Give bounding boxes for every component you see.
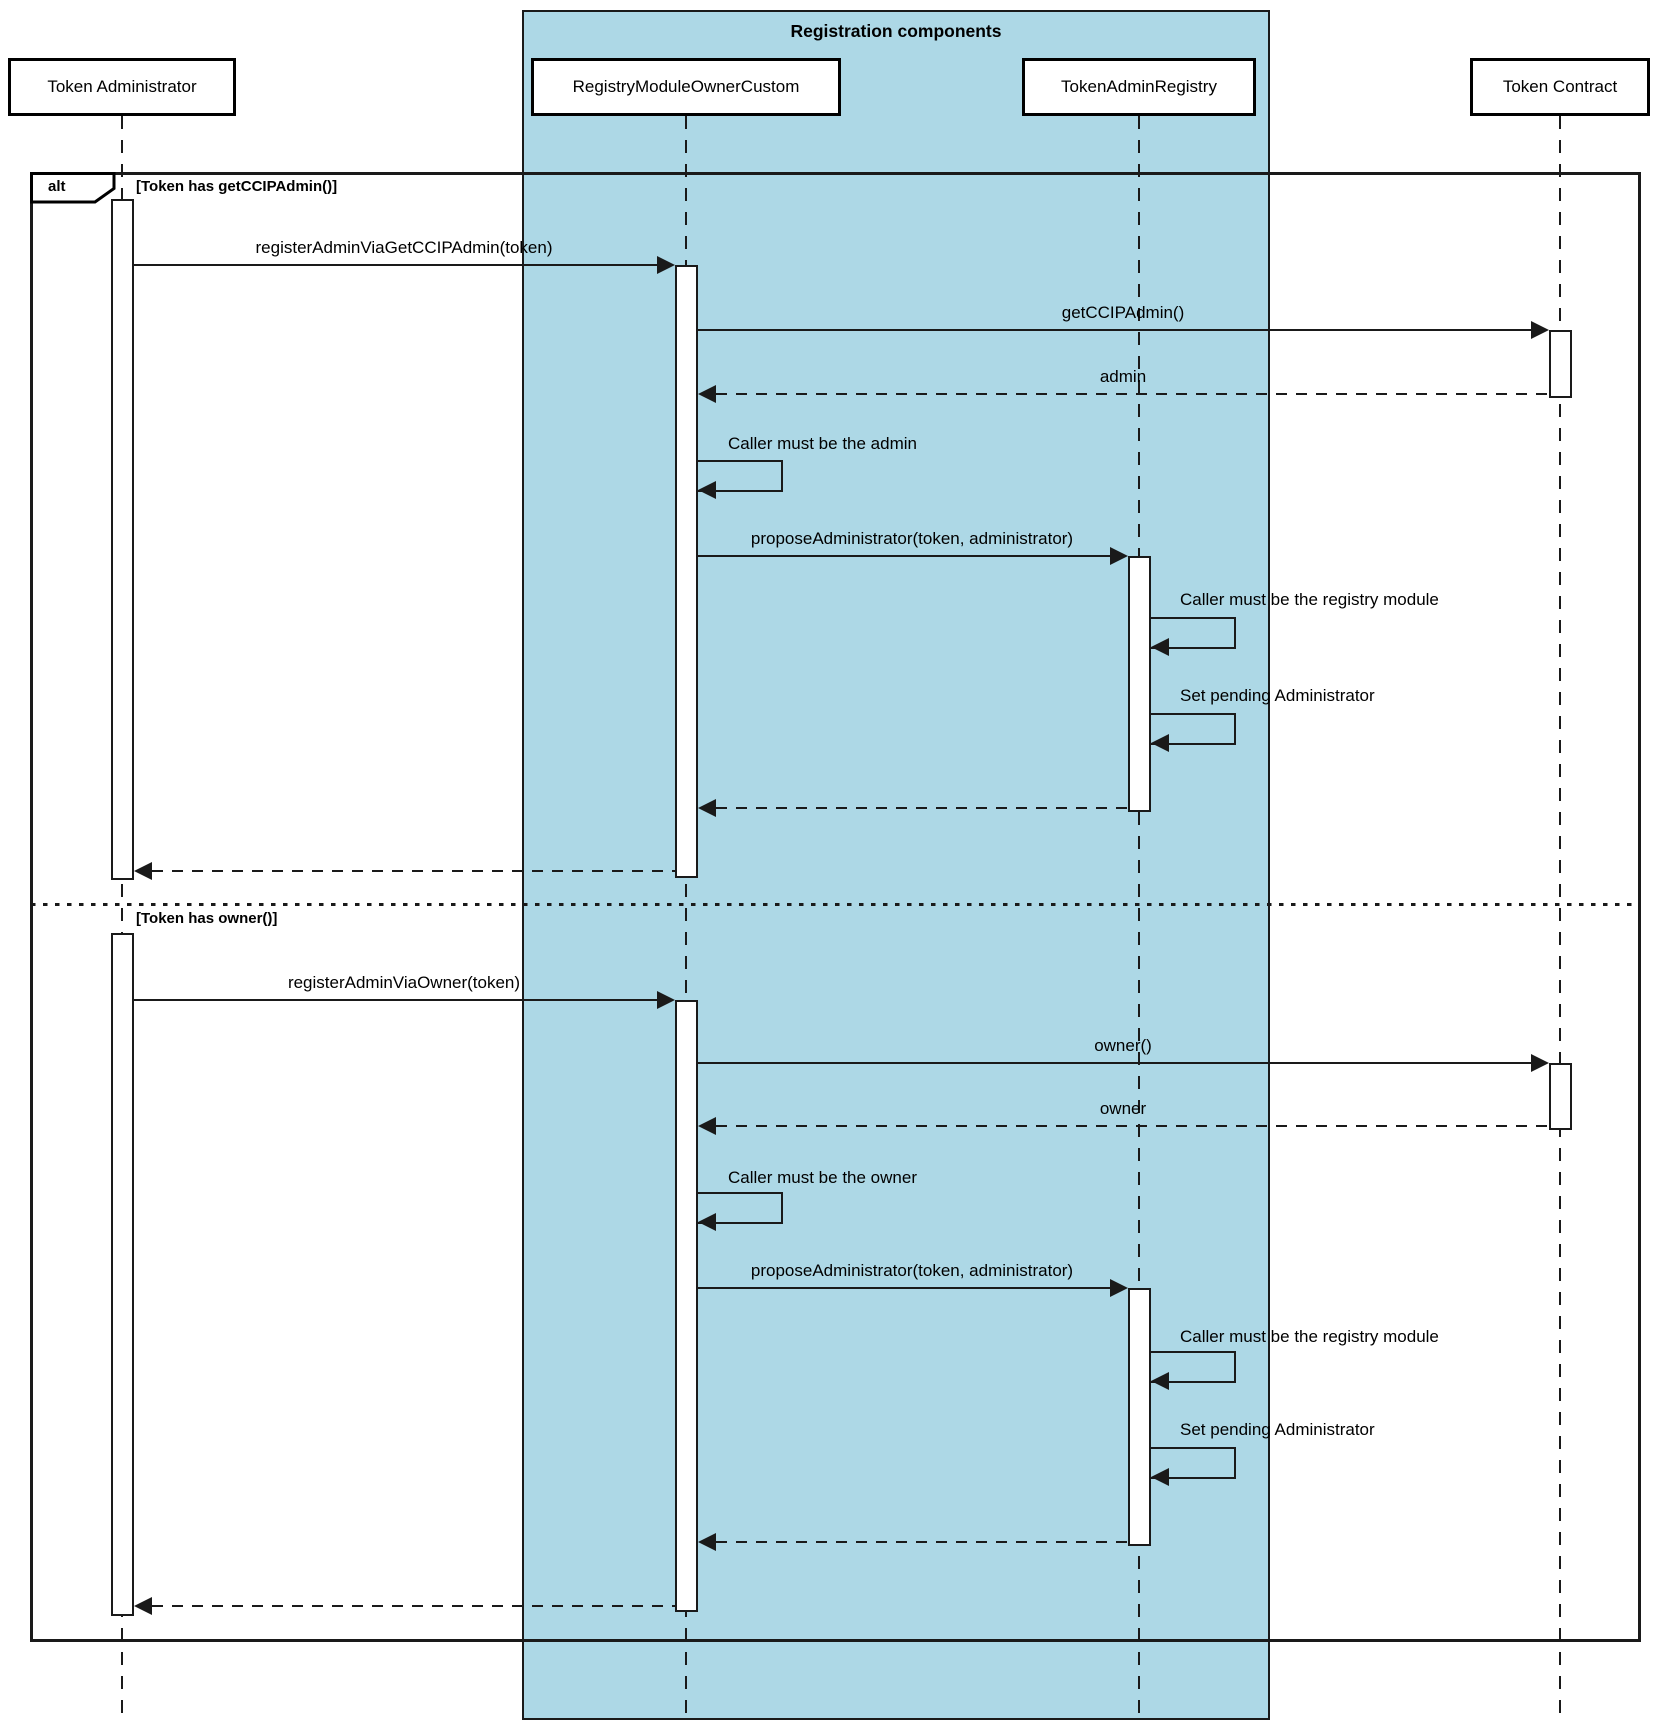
band-title: Registration components bbox=[790, 21, 1002, 41]
arrowhead-icon bbox=[697, 1213, 716, 1231]
msg-owner-call-line bbox=[697, 1061, 1533, 1065]
arrowhead-icon bbox=[1150, 1468, 1169, 1486]
arrowhead-icon bbox=[697, 1533, 716, 1551]
activation-token-admin-registry-2 bbox=[1127, 1288, 1151, 1546]
msg-register-via-owner-label: registerAdminViaOwner(token) bbox=[287, 973, 521, 992]
arrowhead-icon bbox=[1150, 734, 1169, 752]
msg-propose-administrator-label: proposeAdministrator(token, administrato… bbox=[750, 529, 1074, 548]
participant-label: RegistryModuleOwnerCustom bbox=[572, 77, 800, 96]
arrowhead-icon bbox=[697, 799, 716, 817]
arrowhead-icon bbox=[656, 991, 675, 1009]
msg-getccipadmin-line bbox=[697, 328, 1533, 332]
self-msg-caller-admin-loop bbox=[697, 460, 783, 492]
self-msg-caller-registry-label: Caller must be the registry module bbox=[1180, 590, 1439, 609]
self-msg-caller-registry2-label: Caller must be the registry module bbox=[1180, 1327, 1439, 1346]
lifeline-registry-module-owner-custom bbox=[684, 116, 688, 1722]
msg-propose-administrator2-line bbox=[697, 1286, 1112, 1290]
msg-owner-return-label: owner bbox=[1099, 1099, 1147, 1118]
alt-section-divider bbox=[31, 903, 1640, 906]
lifeline-token-contract bbox=[1558, 116, 1562, 1722]
activation-registry-module-1 bbox=[674, 265, 698, 878]
arrowhead-icon bbox=[1150, 1372, 1169, 1390]
participant-registry-module-owner-custom: RegistryModuleOwnerCustom bbox=[531, 58, 841, 116]
return-registry-to-module-line bbox=[715, 806, 1128, 810]
return-registry-to-module2-line bbox=[715, 1540, 1128, 1544]
participant-label: Token Contract bbox=[1502, 77, 1618, 96]
alt-frame-tab bbox=[30, 172, 116, 204]
arrowhead-icon bbox=[656, 256, 675, 274]
arrowhead-icon bbox=[1530, 321, 1549, 339]
alt-operator-label: alt bbox=[48, 178, 66, 195]
activation-token-contract-2 bbox=[1548, 1063, 1572, 1130]
self-msg-caller-registry-loop bbox=[1150, 617, 1236, 649]
msg-propose-administrator-line bbox=[697, 554, 1112, 558]
activation-token-admin-registry-1 bbox=[1127, 556, 1151, 812]
participant-label: TokenAdminRegistry bbox=[1061, 77, 1217, 96]
arrowhead-icon bbox=[1530, 1054, 1549, 1072]
arrowhead-icon bbox=[697, 1117, 716, 1135]
guard-getccipadmin: [Token has getCCIPAdmin()] bbox=[136, 178, 338, 195]
msg-admin-return-label: admin bbox=[1099, 367, 1147, 386]
guard-owner: [Token has owner()] bbox=[136, 910, 278, 927]
arrowhead-icon bbox=[697, 385, 716, 403]
participant-label: Token Administrator bbox=[47, 77, 197, 96]
self-msg-set-pending2-loop bbox=[1150, 1447, 1236, 1479]
arrowhead-icon bbox=[1109, 1279, 1128, 1297]
self-msg-set-pending-loop bbox=[1150, 713, 1236, 745]
self-msg-set-pending-label: Set pending Administrator bbox=[1180, 686, 1375, 705]
self-msg-caller-owner-label: Caller must be the owner bbox=[728, 1168, 917, 1187]
msg-admin-return-line bbox=[715, 392, 1549, 396]
msg-propose-administrator2-label: proposeAdministrator(token, administrato… bbox=[750, 1261, 1074, 1280]
activation-token-administrator-2 bbox=[110, 933, 134, 1616]
msg-getccipadmin-label: getCCIPAdmin() bbox=[1061, 303, 1185, 322]
msg-register-via-getccipadmin-label: registerAdminViaGetCCIPAdmin(token) bbox=[255, 238, 553, 257]
self-msg-caller-registry2-loop bbox=[1150, 1351, 1236, 1383]
lifeline-token-admin-registry bbox=[1137, 116, 1141, 1722]
arrowhead-icon bbox=[133, 862, 152, 880]
return-module-to-admin2-line bbox=[151, 1604, 675, 1608]
lifeline-token-administrator bbox=[120, 116, 124, 1722]
msg-owner-return-line bbox=[715, 1124, 1549, 1128]
arrowhead-icon bbox=[1150, 638, 1169, 656]
arrowhead-icon bbox=[697, 481, 716, 499]
self-msg-set-pending2-label: Set pending Administrator bbox=[1180, 1420, 1375, 1439]
msg-register-via-getccipadmin-line bbox=[133, 263, 659, 267]
activation-token-administrator-1 bbox=[110, 199, 134, 880]
participant-token-administrator: Token Administrator bbox=[8, 58, 236, 116]
participant-token-contract: Token Contract bbox=[1470, 58, 1650, 116]
activation-token-contract-1 bbox=[1548, 330, 1572, 398]
self-msg-caller-admin-label: Caller must be the admin bbox=[728, 434, 917, 453]
alt-frame bbox=[30, 172, 1641, 1642]
msg-register-via-owner-line bbox=[133, 998, 659, 1002]
self-msg-caller-owner-loop bbox=[697, 1192, 783, 1224]
activation-registry-module-2 bbox=[674, 1000, 698, 1612]
msg-owner-call-label: owner() bbox=[1094, 1036, 1152, 1055]
arrowhead-icon bbox=[133, 1597, 152, 1615]
return-module-to-admin-line bbox=[151, 869, 675, 873]
participant-token-admin-registry: TokenAdminRegistry bbox=[1022, 58, 1256, 116]
arrowhead-icon bbox=[1109, 547, 1128, 565]
